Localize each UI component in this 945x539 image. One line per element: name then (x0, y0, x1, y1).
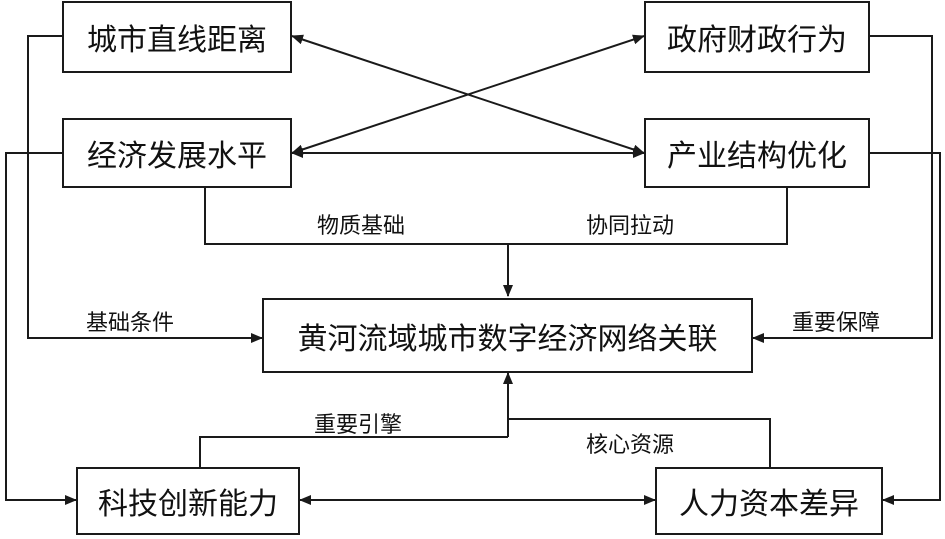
arrow-economy-to-tech (5, 152, 77, 505)
node-economic-level: 经济发展水平 (62, 118, 292, 188)
arrow-industry-to-human (870, 152, 941, 505)
label-material-basis: 物质基础 (317, 214, 406, 239)
connector-economy-to-center (204, 186, 788, 245)
label-basic-conditions: 基础条件 (86, 311, 175, 336)
connector-human-to-center (508, 418, 771, 467)
node-tech-innovation: 科技创新能力 (76, 467, 300, 535)
label-synergy: 协同拉动 (586, 214, 675, 239)
label-important-engine: 重要引擎 (314, 413, 403, 438)
arrow-economy-fiscal (291, 34, 645, 155)
arrow-fiscal-to-center (752, 35, 933, 343)
arrow-distance-to-center (27, 35, 263, 343)
node-government-fiscal: 政府财政行为 (644, 1, 870, 73)
node-industrial-structure: 产业结构优化 (644, 118, 870, 188)
label-core-resource: 核心资源 (586, 433, 675, 458)
node-city-distance: 城市直线距离 (62, 1, 292, 73)
connector-tech-to-center (199, 436, 508, 467)
node-human-capital: 人力资本差异 (655, 467, 883, 535)
node-center-network: 黄河流域城市数字经济网络关联 (262, 298, 753, 373)
label-important-guarantee: 重要保障 (792, 311, 881, 336)
